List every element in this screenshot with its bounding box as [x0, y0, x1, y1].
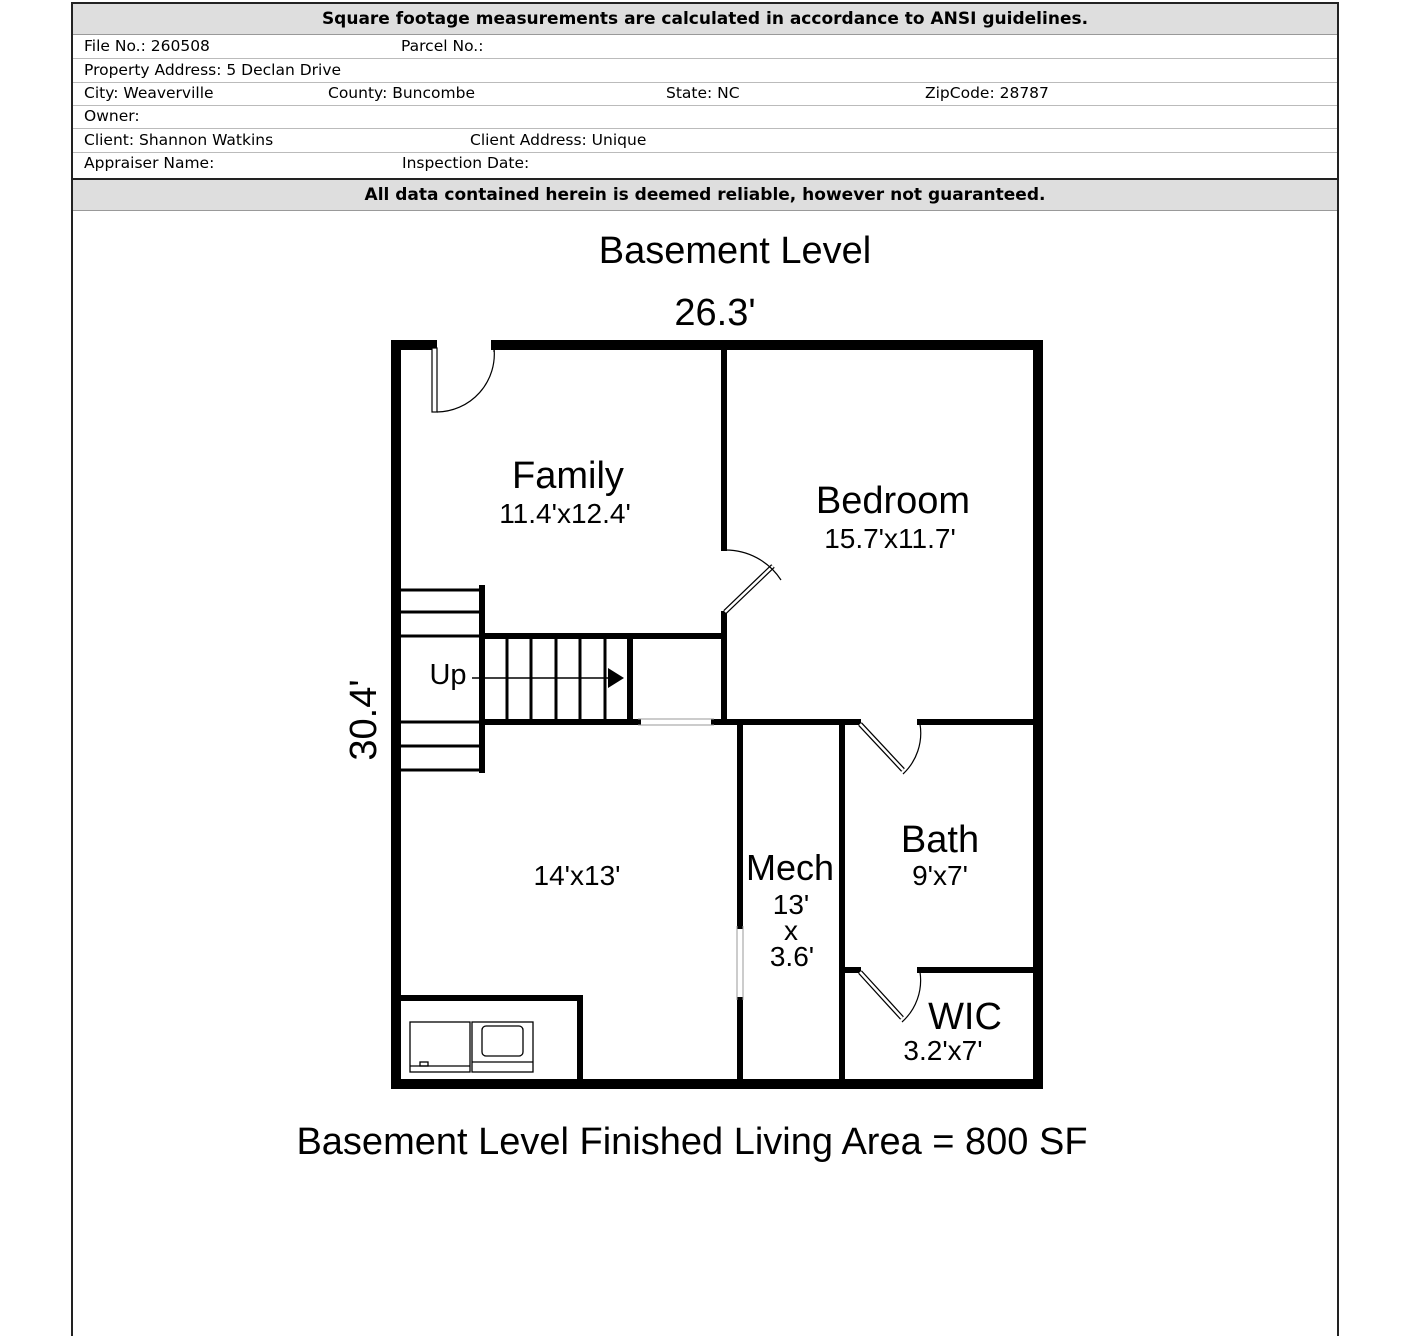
appraiser-name: Appraiser Name:	[84, 154, 215, 172]
address-row: Property Address: 5 Declan Drive	[73, 59, 1337, 83]
washer-dryer-icon	[409, 1021, 534, 1073]
area-summary: Basement Level Finished Living Area = 80…	[296, 1121, 1087, 1163]
county: County: Buncombe	[328, 84, 475, 102]
stairs-up-label: Up	[429, 659, 466, 691]
parcel-no: Parcel No.:	[401, 37, 484, 55]
disclaimer: All data contained herein is deemed reli…	[73, 178, 1337, 211]
room-bedroom-size: 15.7'x11.7'	[824, 523, 956, 554]
bath-door-icon	[858, 722, 922, 775]
sketch-sheet: Square footage measurements are calculat…	[71, 2, 1339, 1336]
stairs	[400, 588, 624, 772]
owner-row: Owner:	[73, 105, 1337, 129]
room-mech-size-line-2: x	[784, 915, 798, 946]
width-dimension: 26.3'	[674, 292, 755, 334]
entry-door-icon	[431, 345, 495, 413]
ansi-note: Square footage measurements are calculat…	[73, 4, 1337, 35]
opening-markers	[638, 718, 744, 1000]
room-bedroom-name: Bedroom	[816, 480, 970, 522]
owner: Owner:	[84, 107, 140, 125]
appraiser-row: Appraiser Name: Inspection Date:	[73, 152, 1337, 175]
wic-door-icon	[858, 970, 922, 1023]
room-mech-size-line-3: 3.6'	[770, 941, 814, 972]
room-mech-name: Mech	[746, 847, 834, 888]
room-bath-size: 9'x7'	[912, 860, 968, 891]
file-no: File No.: 260508	[84, 37, 210, 55]
state: State: NC	[666, 84, 740, 102]
client-row: Client: Shannon Watkins Client Address: …	[73, 129, 1337, 153]
client-address: Client Address: Unique	[470, 131, 647, 149]
walls	[391, 340, 1043, 1089]
level-title: Basement Level	[599, 230, 872, 272]
room-family-name: Family	[512, 455, 624, 497]
height-dimension: 30.4'	[343, 679, 385, 760]
room-wic-name: WIC	[928, 996, 1002, 1038]
client: Client: Shannon Watkins	[84, 131, 274, 149]
room-lower-size: 14'x13'	[534, 860, 621, 891]
room-mech-size-line-1: 13'	[773, 889, 810, 920]
stair-arrow-icon	[608, 668, 624, 688]
city: City: Weaverville	[84, 84, 214, 102]
location-row: City: Weaverville County: Buncombe State…	[73, 82, 1337, 106]
zip-code: ZipCode: 28787	[925, 84, 1049, 102]
room-wic-size: 3.2'x7'	[903, 1035, 982, 1066]
room-bath-name: Bath	[901, 819, 979, 861]
property-address: Property Address: 5 Declan Drive	[84, 61, 342, 79]
room-family-size: 11.4'x12.4'	[499, 498, 631, 529]
file-row: File No.: 260508 Parcel No.:	[73, 35, 1337, 59]
bedroom-door-icon	[723, 549, 782, 614]
inspection-date: Inspection Date:	[402, 154, 530, 172]
doors	[431, 345, 922, 1023]
